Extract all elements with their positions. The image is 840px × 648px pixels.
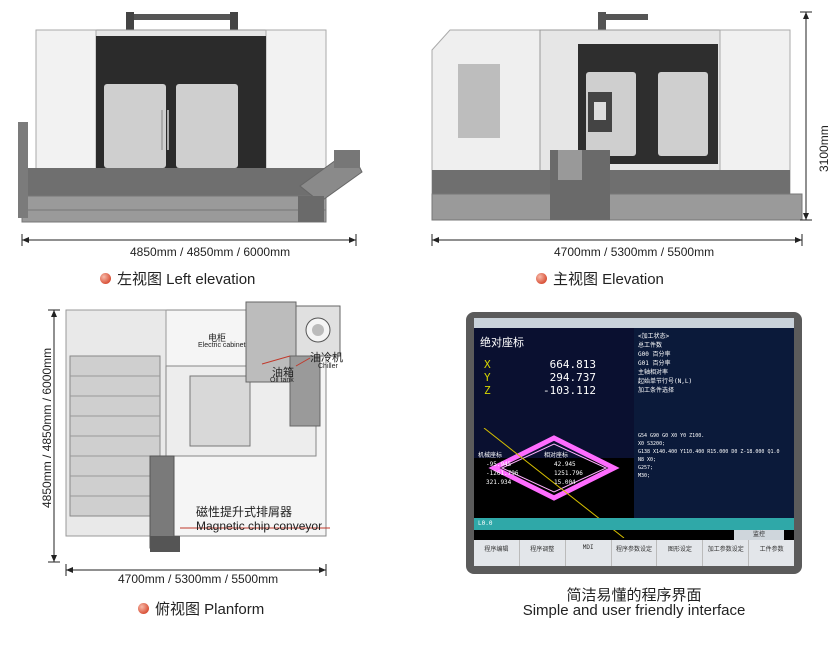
planform-caption-text: 俯视图 Planform <box>155 601 265 618</box>
electric-cabinet-cn: 电柜 <box>208 333 227 343</box>
info-row: 主轴相对率 <box>638 369 669 376</box>
program-line: G54 G90 G0 X0 Y0 Z100. <box>638 433 705 439</box>
conveyor-label-cn: 磁性提升式排屑器 <box>196 505 293 519</box>
relative-value: 1251.796 <box>554 470 583 477</box>
relative-coord-label: 相对座标 <box>544 452 569 459</box>
softkey[interactable]: 程序调整 <box>520 540 566 566</box>
bullet-dot-icon <box>100 273 111 284</box>
conveyor-label-en: Magnetic chip conveyor <box>196 519 323 533</box>
info-row: G01 百分率 <box>638 360 671 367</box>
front-elevation-drawing <box>431 11 812 246</box>
interface-caption-cn: 简洁易懂的程序界面 <box>566 587 702 604</box>
program-panel: G54 G90 G0 X0 Y0 Z100. X0 S3200; G138 X1… <box>634 428 794 518</box>
softkey[interactable]: 工件参数 <box>759 546 784 553</box>
chiller-cn: 油冷机 <box>310 352 343 364</box>
left-elevation-dimension: 4850mm / 4850mm / 6000mm <box>130 245 291 259</box>
top-status-bar <box>474 318 794 328</box>
front-height-dimension: 3100mm <box>817 125 831 172</box>
info-row: 起始单节行号(N,L) <box>638 378 693 385</box>
info-row: G00 百分率 <box>638 351 671 358</box>
machine-value: -95.945 <box>486 461 512 468</box>
front-elevation-dimension: 4700mm / 5300mm / 5500mm <box>554 245 715 259</box>
info-panel: <加工状态> 总工件数 G00 百分率 G01 百分率 主轴相对率 起始单节行号… <box>634 328 794 428</box>
front-elevation-caption-text: 主视图 Elevation <box>553 271 664 288</box>
planform-caption: 俯视图 Planform <box>138 598 264 619</box>
axis-z-value: -103.112 <box>543 384 596 397</box>
cnc-screen: 绝对座标 X Y Z 664.813 294.737 -103.112 <加工状… <box>474 318 794 566</box>
monitor-tag[interactable]: 监控 <box>734 530 784 540</box>
program-line: G257; <box>638 465 654 471</box>
left-elevation-caption: 左视图 Left elevation <box>100 268 255 289</box>
machine-coord-label: 机械座标 <box>478 452 503 459</box>
relative-value: 15.004 <box>554 479 576 486</box>
planform-drawing <box>48 301 341 576</box>
electric-cabinet-en: Electric cabinet <box>198 342 246 349</box>
axis-y-label: Y <box>484 371 491 384</box>
softkey[interactable]: MDI <box>566 540 612 566</box>
oil-tank-en: Oil tank <box>270 377 294 384</box>
axis-z-label: Z <box>484 384 491 397</box>
planform-side-dimension: 4850mm / 4850mm / 6000mm <box>40 347 54 508</box>
bottom-status: L0.0 <box>478 520 493 527</box>
info-row: <加工状态> <box>638 333 670 340</box>
bullet-dot-icon <box>138 603 149 614</box>
info-row: 总工件数 <box>638 342 663 349</box>
bullet-dot-icon <box>536 273 547 284</box>
left-elevation-drawing <box>18 12 363 246</box>
relative-value: 42.945 <box>554 461 576 468</box>
front-elevation-caption: 主视图 Elevation <box>536 268 664 289</box>
program-line: N8 X0; <box>638 457 657 463</box>
chiller-en: Chiller <box>318 363 338 370</box>
machine-value: 321.934 <box>486 479 512 486</box>
coord-title: 绝对座标 <box>480 336 524 349</box>
program-line: X0 S3200; <box>638 441 666 447</box>
softkey-bar: 程序编辑 程序调整 MDI 程序参数设定 图形设定 加工参数设定 工件参数 <box>474 540 794 566</box>
axis-y-value: 294.737 <box>549 371 596 384</box>
planform-bottom-dimension: 4700mm / 5300mm / 5500mm <box>118 572 279 586</box>
oil-tank-cn: 油箱 <box>272 367 294 379</box>
softkey[interactable]: 加工参数设定 <box>703 540 750 566</box>
interface-caption-en: Simple and user friendly interface <box>522 602 746 619</box>
status-strip <box>474 518 794 530</box>
softkey[interactable]: 程序编辑 <box>474 540 520 566</box>
info-row: 加工条件选择 <box>638 387 675 394</box>
program-line: G138 X140.400 Y110.400 R15.000 D0 Z-18.0… <box>638 449 780 455</box>
softkey[interactable]: 程序参数设定 <box>612 540 658 566</box>
axis-x-label: X <box>484 358 491 371</box>
program-line: M30; <box>638 473 651 479</box>
axis-x-value: 664.813 <box>549 358 596 371</box>
left-elevation-caption-text: 左视图 Left elevation <box>117 271 256 288</box>
softkey[interactable]: 图形设定 <box>657 540 704 566</box>
machine-value: -1261.796 <box>486 470 519 477</box>
